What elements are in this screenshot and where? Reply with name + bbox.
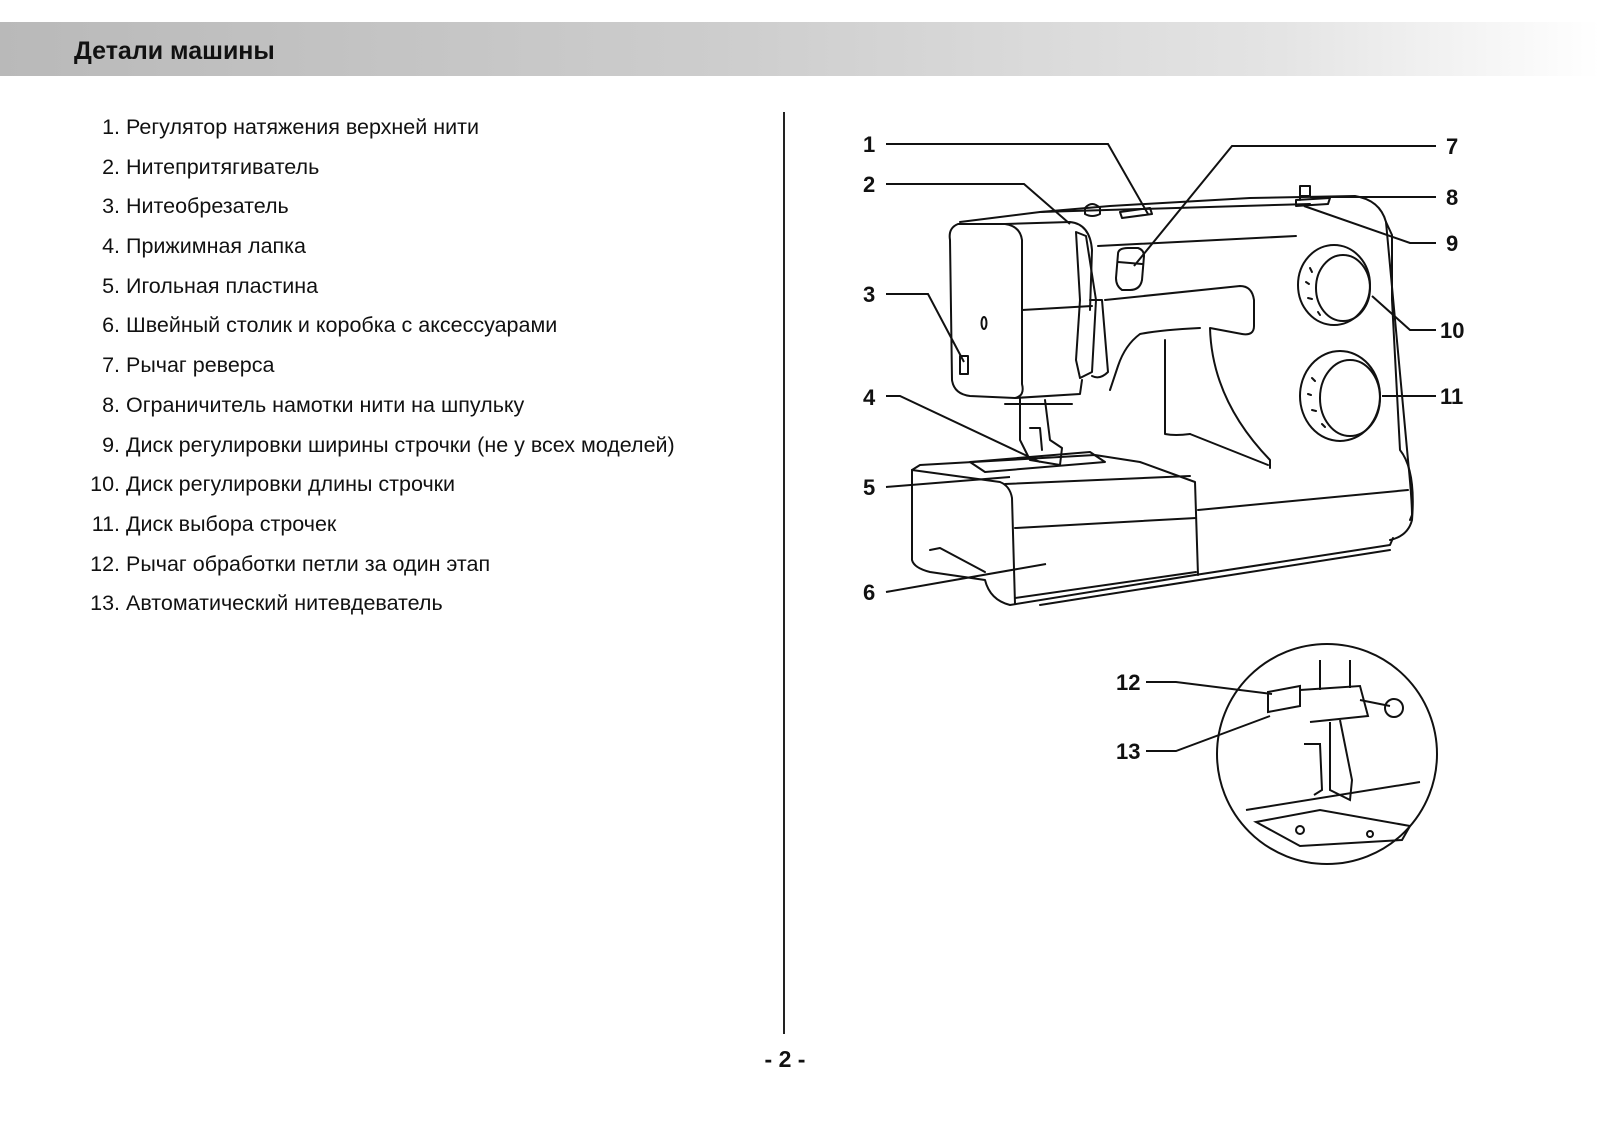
item-number: 5. [102, 273, 120, 298]
callout-1: 1 [863, 132, 875, 157]
list-item: 9. Диск регулировки ширины строчки (не у… [80, 430, 675, 470]
item-number: 9. [102, 432, 120, 457]
detail-inset [1216, 643, 1438, 865]
item-text: Регулятор натяжения верхней нити [125, 115, 479, 139]
item-number: 13. [90, 591, 120, 616]
item-number: 6. [102, 313, 120, 338]
item-text: Прижимная лапка [125, 234, 307, 259]
item-number: 7. [102, 353, 120, 378]
item-text: Рычаг реверса [125, 353, 275, 378]
item-number: 11. [91, 511, 120, 536]
item-text: Нитеобрезатель [125, 194, 289, 219]
item-number: 1. [102, 115, 120, 139]
callout-2: 2 [863, 172, 875, 197]
item-text: Игольная пластина [125, 273, 319, 298]
list-item: 2. Нитепритягиватель [80, 152, 675, 192]
list-item: 4. Прижимная лапка [80, 231, 675, 271]
callout-leaders [885, 143, 1436, 752]
page-number: - 2 - [764, 1046, 806, 1072]
machine-drawing [911, 185, 1414, 606]
callout-9: 9 [1446, 231, 1458, 256]
item-number: 4. [102, 234, 120, 259]
callout-5: 5 [863, 475, 875, 500]
item-text: Нитепритягиватель [125, 154, 320, 179]
item-text: Диск выбора строчек [125, 511, 337, 536]
callout-7: 7 [1446, 134, 1458, 159]
list-item: 3. Нитеобрезатель [80, 191, 675, 231]
callout-12: 12 [1116, 670, 1140, 695]
list-item: 8. Ограничитель намотки нити на шпульку [80, 390, 675, 430]
callout-6: 6 [863, 580, 875, 605]
item-text: Диск регулировки ширины строчки (не у вс… [125, 432, 675, 457]
page-title: Детали машины [74, 37, 275, 65]
list-item: 12. Рычаг обработки петли за один этап [80, 549, 675, 589]
item-number: 12. [90, 551, 120, 576]
item-text: Швейный столик и коробка с аксессуарами [125, 313, 558, 338]
callout-10: 10 [1440, 318, 1464, 343]
item-text: Диск регулировки длины строчки [125, 472, 456, 497]
item-text: Рычаг обработки петли за один этап [125, 551, 491, 576]
list-item: 1. Регулятор натяжения верхней нити [80, 112, 675, 152]
list-item: 11. Диск выбора строчек [80, 509, 675, 549]
item-number: 10. [90, 472, 120, 497]
callout-11: 11 [1440, 384, 1463, 409]
callout-4: 4 [863, 385, 876, 410]
list-item: 7. Рычаг реверса [80, 350, 675, 390]
parts-list: 1. Регулятор натяжения верхней нити 2. Н… [80, 112, 675, 628]
callout-13: 13 [1116, 739, 1140, 764]
section-header-bar [0, 22, 1600, 76]
item-number: 2. [102, 154, 120, 179]
callout-8: 8 [1446, 185, 1458, 210]
list-item: 5. Игольная пластина [80, 271, 675, 311]
list-item: 10. Диск регулировки длины строчки [80, 469, 675, 509]
column-divider [783, 112, 785, 1034]
list-item: 6. Швейный столик и коробка с аксессуара… [80, 310, 675, 350]
item-text: Автоматический нитевдеватель [125, 591, 443, 616]
list-item: 13. Автоматический нитевдеватель [80, 588, 675, 628]
callout-3: 3 [863, 282, 875, 307]
item-number: 3. [102, 194, 120, 219]
item-number: 8. [102, 392, 120, 417]
item-text: Ограничитель намотки нити на шпульку [125, 392, 525, 417]
